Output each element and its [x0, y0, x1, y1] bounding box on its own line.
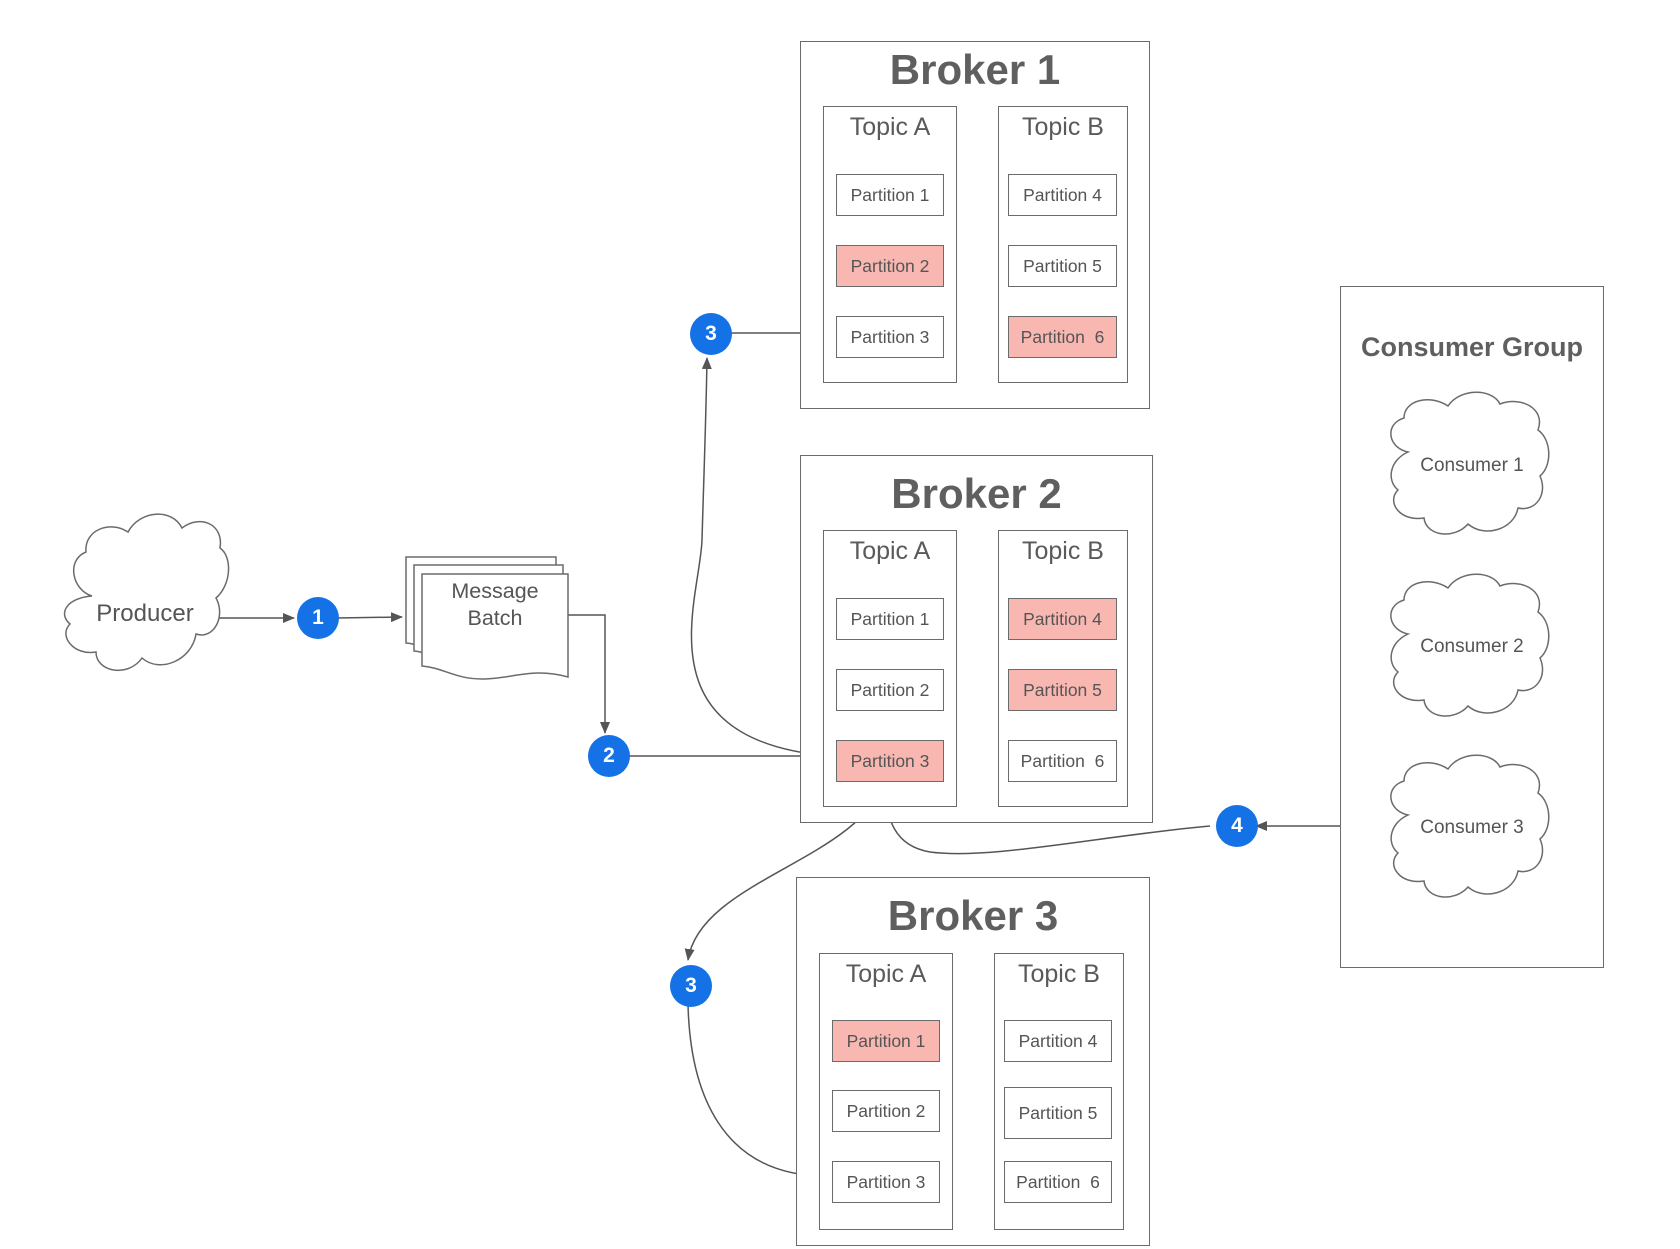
broker-2-topic-b-partition-6: Partition 6 [1008, 740, 1117, 782]
broker-3-topic-a-title: Topic A [845, 960, 927, 988]
broker-2-topic-a-partition-3: Partition 3 [836, 740, 944, 782]
broker-2-topic-a-title: Topic A [849, 537, 931, 565]
broker-1-topic-b: Topic B Partition 4 Partition 5 Partitio… [998, 106, 1128, 383]
arrow-b2p3-to-step3-top [690, 357, 831, 757]
producer-cloud [63, 513, 230, 672]
broker-1-topic-a: Topic A Partition 1 Partition 2 Partitio… [823, 106, 957, 383]
broker-1-topic-b-partition-6: Partition 6 [1008, 316, 1117, 358]
step-2-badge: 2 [588, 735, 630, 777]
broker-1-topic-b-title: Topic B [1022, 113, 1104, 141]
broker-1-title: Broker 1 [889, 46, 1061, 93]
broker-1-topic-b-partition-5: Partition 5 [1008, 245, 1117, 287]
message-batch-stack [405, 556, 569, 680]
broker-1: Broker 1 Topic A Partition 1 Partition 2… [800, 41, 1150, 409]
step-3-top-badge: 3 [690, 313, 732, 355]
broker-1-topic-b-partition-4: Partition 4 [1008, 174, 1117, 216]
broker-2-title: Broker 2 [891, 470, 1062, 517]
broker-2-topic-a: Topic A Partition 1 Partition 2 Partitio… [823, 530, 957, 807]
broker-2: Broker 2 Topic A Partition 1 Partition 2… [800, 455, 1153, 823]
message-batch-label: Message Batch [422, 578, 568, 632]
broker-3-title: Broker 3 [887, 892, 1059, 939]
consumer-1-label: Consumer 1 [1420, 455, 1524, 476]
consumer-3-label: Consumer 3 [1420, 817, 1524, 838]
broker-1-topic-a-partition-3: Partition 3 [836, 316, 944, 358]
broker-3-topic-a-partition-2: Partition 2 [832, 1090, 940, 1132]
broker-3-topic-a-partition-1: Partition 1 [832, 1020, 940, 1062]
producer-label: Producer [96, 600, 194, 627]
step-3-bottom-badge: 3 [670, 965, 712, 1007]
broker-3: Broker 3 Topic A Partition 1 Partition 2… [796, 877, 1150, 1246]
broker-3-topic-b-partition-4: Partition 4 [1004, 1020, 1112, 1062]
broker-3-topic-b: Topic B Partition 4 Partition 5 Partitio… [994, 953, 1124, 1230]
broker-2-topic-a-partition-1: Partition 1 [836, 598, 944, 640]
broker-2-topic-a-partition-2: Partition 2 [836, 669, 944, 711]
broker-3-topic-b-title: Topic B [1018, 960, 1100, 988]
broker-1-topic-a-partition-2: Partition 2 [836, 245, 944, 287]
broker-2-topic-b-partition-5: Partition 5 [1008, 669, 1117, 711]
consumer-group: Consumer Group [1340, 286, 1604, 968]
broker-1-topic-a-title: Topic A [849, 113, 931, 141]
message-batch-line1: Message [451, 579, 539, 603]
broker-1-topic-a-partition-1: Partition 1 [836, 174, 944, 216]
arrow-step1-to-batch [336, 612, 403, 623]
broker-3-topic-b-partition-5: Partition 5 [1004, 1087, 1112, 1139]
broker-3-topic-a-partition-3: Partition 3 [832, 1161, 940, 1203]
message-batch-line2: Batch [467, 606, 523, 630]
step-1-badge: 1 [297, 597, 339, 639]
broker-2-topic-b-title: Topic B [1022, 537, 1104, 565]
broker-3-topic-b-partition-6: Partition 6 [1004, 1161, 1112, 1203]
broker-3-topic-a: Topic A Partition 1 Partition 2 Partitio… [819, 953, 953, 1230]
step-4-badge: 4 [1216, 805, 1258, 847]
arrow-step3-to-b3-p3 [687, 1003, 827, 1181]
broker-2-topic-b: Topic B Partition 4 Partition 5 Partitio… [998, 530, 1128, 807]
arrow-batch-to-step2 [567, 614, 610, 734]
broker-2-topic-b-partition-4: Partition 4 [1008, 598, 1117, 640]
consumer-group-title: Consumer Group [1360, 332, 1583, 362]
consumer-2-label: Consumer 2 [1420, 636, 1524, 657]
